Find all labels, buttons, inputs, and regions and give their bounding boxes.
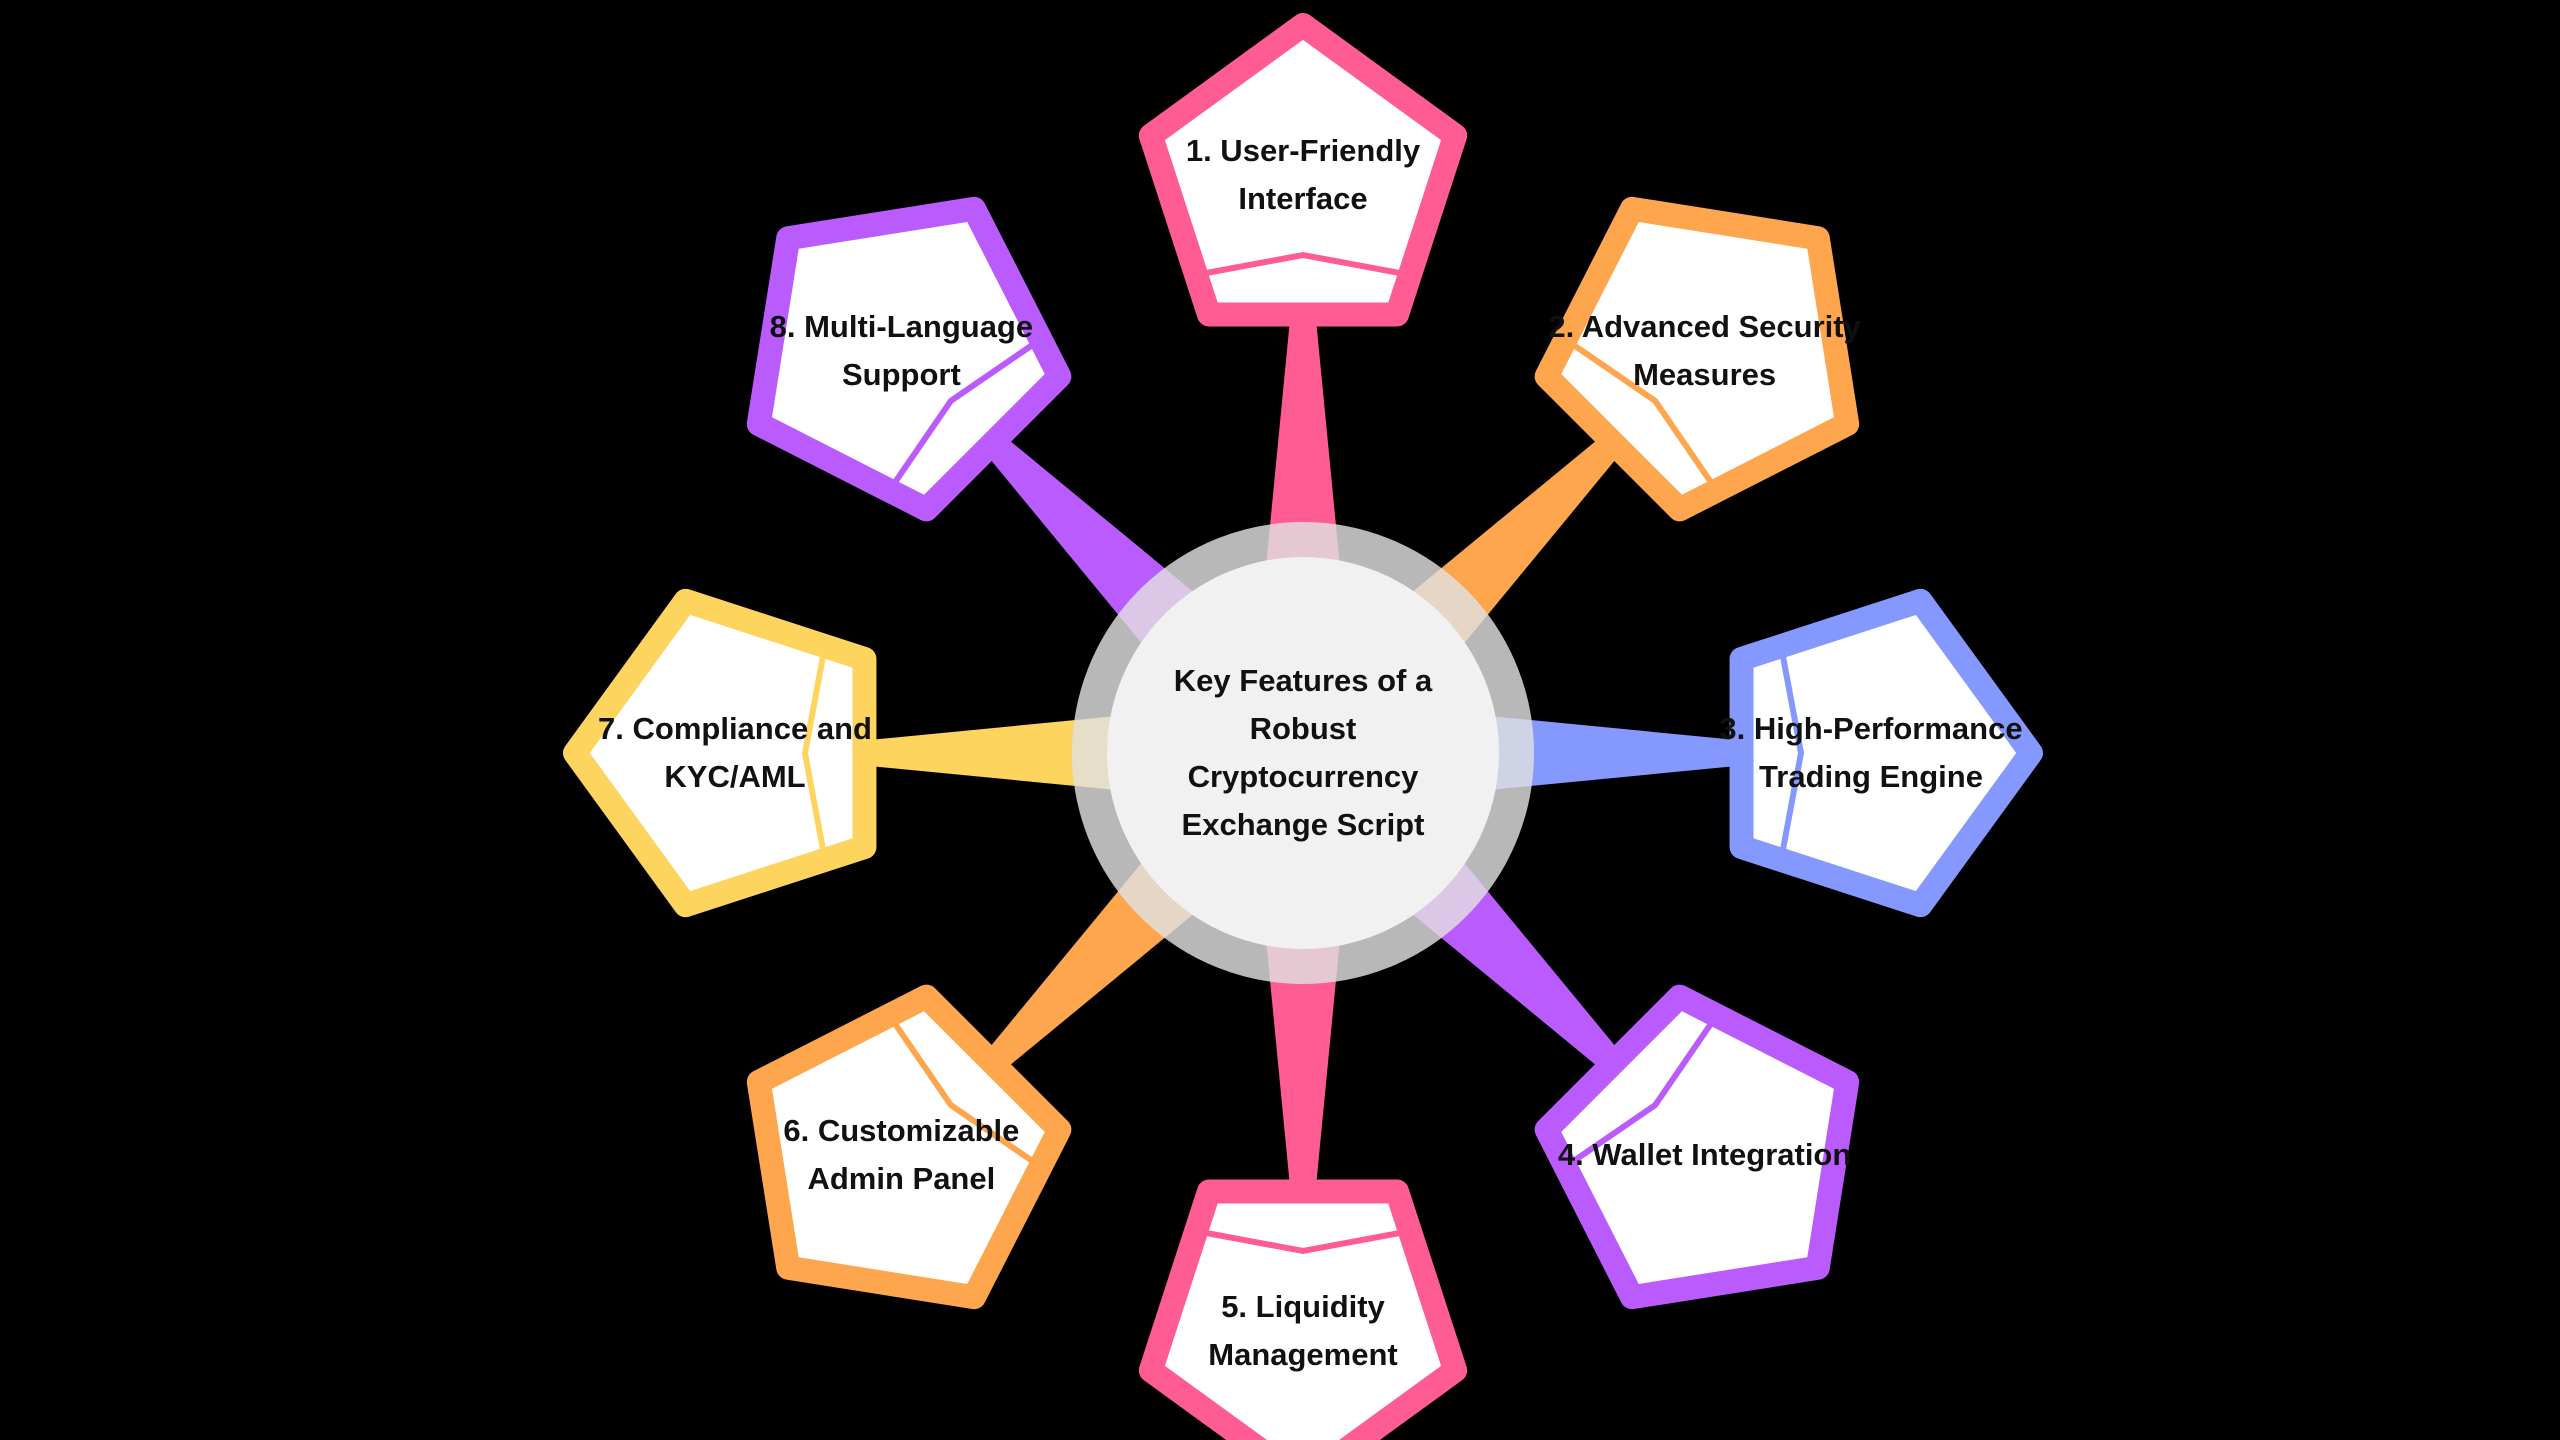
feature-node xyxy=(1534,196,1860,522)
pentagon-shape xyxy=(1138,1179,1468,1440)
divider-line xyxy=(1184,251,1422,280)
pentagon-shape xyxy=(746,196,1072,522)
feature-node xyxy=(1534,984,1860,1310)
divider-line xyxy=(1776,634,1805,872)
pentagon-shape xyxy=(1138,13,1468,327)
feature-node xyxy=(746,196,1072,522)
feature-label: 2. Advanced Security Measures xyxy=(1548,309,1861,393)
feature-label: 8. Multi-Language Support xyxy=(769,309,1034,393)
pentagon-shape xyxy=(746,984,1072,1310)
feature-node xyxy=(563,588,877,918)
feature-label: 3. High-Performance Trading Engine xyxy=(1719,711,2023,794)
feature-node xyxy=(1138,13,1468,327)
divider-line xyxy=(880,330,1052,502)
feature-label: 7. Compliance and KYC/AML xyxy=(598,711,872,794)
divider-line xyxy=(1554,1004,1726,1176)
feature-label: 6. Customizable Admin Panel xyxy=(783,1112,1020,1196)
feature-label: 1. User-Friendly Interface xyxy=(1185,133,1421,216)
feature-node xyxy=(1729,588,2043,918)
pentagon-shape xyxy=(1729,588,2043,918)
feature-node xyxy=(746,984,1072,1310)
pentagon-shape xyxy=(1534,984,1860,1310)
divider-line xyxy=(801,634,830,872)
hub-ring xyxy=(1072,522,1534,984)
feature-node xyxy=(1138,1179,1468,1440)
divider-line xyxy=(880,1004,1052,1176)
pentagon-shape xyxy=(1534,196,1860,522)
divider-line xyxy=(1184,1226,1422,1255)
central-topic: Key Features of a Robust Cryptocurrency … xyxy=(1173,663,1433,842)
divider-line xyxy=(1554,330,1726,502)
hub-circle xyxy=(1107,557,1499,949)
pentagon-shape xyxy=(563,588,877,918)
feature-label: 5. Liquidity Management xyxy=(1208,1289,1398,1372)
feature-label: 4. Wallet Integration xyxy=(1557,1136,1852,1172)
